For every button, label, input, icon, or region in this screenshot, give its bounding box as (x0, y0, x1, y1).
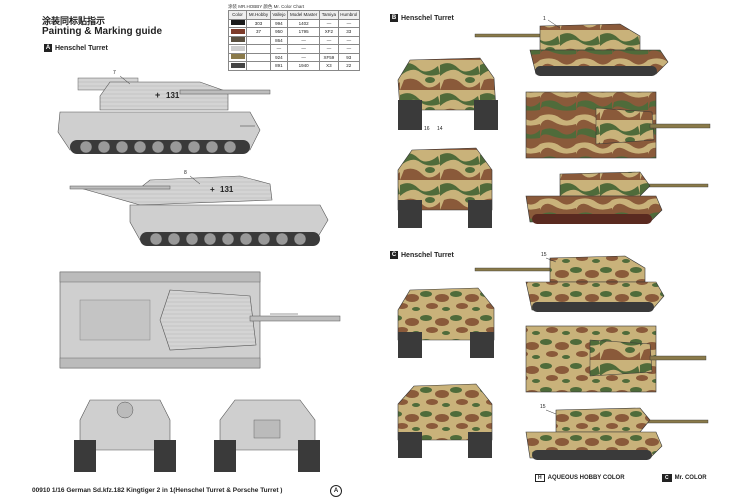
section-b-title: Henschel Turret (401, 14, 454, 22)
cell: X3 (319, 61, 339, 71)
callout-14: 14 (437, 126, 443, 132)
cell: 891 (269, 61, 289, 71)
color-swatch (227, 61, 248, 71)
callout-1: 1 (543, 16, 546, 22)
section-c-label: C Henschel Turret (390, 251, 454, 259)
section-c-badge: C (390, 251, 398, 259)
table-row: 924 — XF59 93 (227, 52, 361, 62)
section-b-label: B Henschel Turret (390, 14, 454, 22)
tank-a-front (74, 399, 176, 472)
tank-a-side-2: + 131 (69, 175, 329, 246)
page-indicator: A (330, 485, 342, 497)
footer-text: 00910 1/16 German Sd.kfz.182 Kingtiger 2… (32, 487, 283, 494)
tank-c-rear (397, 383, 493, 458)
cell: 22 (337, 61, 361, 71)
section-c-title: Henschel Turret (401, 251, 454, 259)
tank-a-side-1: + 131 (57, 77, 271, 154)
section-a-label: A Henschel Turret (44, 44, 108, 52)
legend-mr-color: C Mr. COLOR (662, 474, 707, 482)
legend-aqueous: H AQUEOUS HOBBY COLOR (535, 474, 625, 482)
section-b-badge: B (390, 14, 398, 22)
aqueous-label: AQUEOUS HOBBY COLOR (547, 475, 625, 481)
svg-text:+: + (210, 185, 215, 194)
table-row: 891 1940 X3 22 (227, 61, 361, 71)
section-a-title: Henschel Turret (55, 44, 108, 52)
mr-color-box: C (662, 474, 672, 482)
tank-c-front (397, 287, 495, 358)
turret-number-a1: 131 (166, 91, 180, 100)
paint-chart-caption: 涂装 MR.HOBBY 颜色 Mr. Color Chart (228, 4, 305, 9)
leader-lines (119, 19, 561, 415)
tank-c-side-2 (525, 407, 709, 460)
paint-table: Color Mr.Hobby Vallejo Model Master Tami… (227, 10, 361, 71)
tank-b-front (397, 57, 498, 130)
tank-b-side-1 (474, 23, 669, 76)
callout-16: 16 (424, 126, 430, 132)
callout-15-b: 15 (540, 404, 546, 410)
section-a-badge: A (44, 44, 52, 52)
guide-title-en: Painting & Marking guide (42, 26, 163, 37)
guide-title-cn: 涂装同标贴指示 (42, 16, 106, 26)
tank-b-side-2 (525, 171, 709, 224)
tank-c-top (525, 325, 707, 393)
tank-b-top (525, 91, 711, 159)
callout-8: 8 (184, 170, 187, 176)
callout-15-a: 15 (541, 252, 547, 258)
aqueous-box: H (535, 474, 545, 482)
mr-color-label: Mr. COLOR (674, 475, 707, 481)
svg-text:+: + (155, 90, 160, 100)
tank-b-rear (397, 147, 493, 228)
callout-7: 7 (113, 70, 116, 76)
tank-c-side-1 (474, 255, 665, 312)
turret-number-a2: 131 (220, 185, 234, 194)
tank-a-top (59, 271, 341, 369)
tank-a-rear (214, 399, 320, 472)
